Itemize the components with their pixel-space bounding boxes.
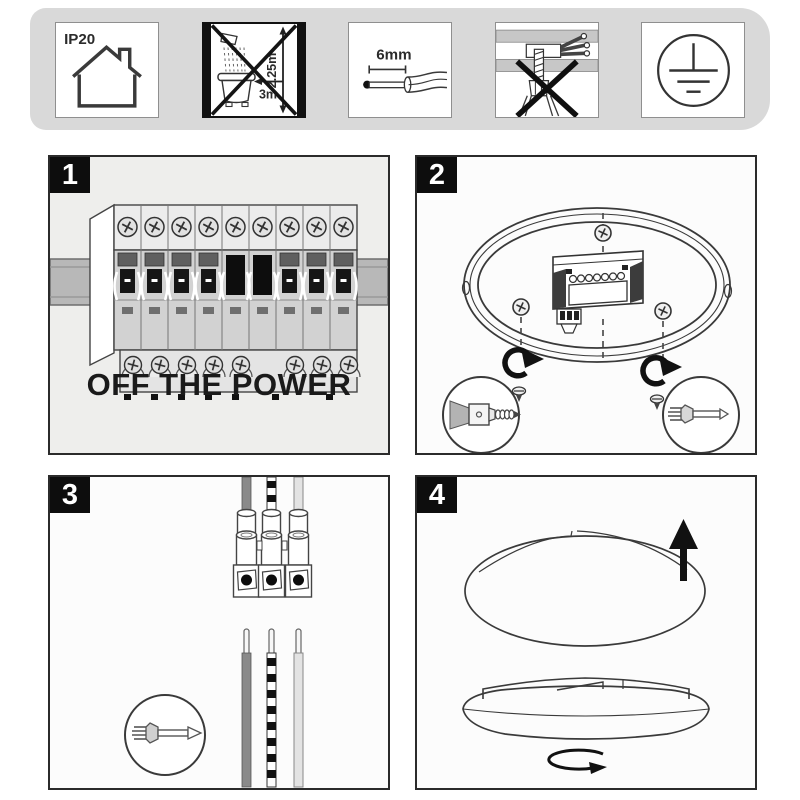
ip20-label: IP20 [64, 31, 95, 48]
mounting-plate-illustration [442, 207, 740, 453]
cover-mounting-illustration [462, 519, 710, 774]
step-number-badge: 1 [50, 157, 90, 193]
terminal-block [232, 508, 313, 598]
lift-up-arrow [669, 519, 698, 581]
plate-screw-top [594, 224, 612, 242]
icon-earth-ground [641, 22, 745, 118]
icon-ip20-indoor: IP20 [55, 22, 159, 118]
diffuser-cover [464, 530, 706, 647]
lamp-base [462, 677, 710, 740]
plate-screw-right [654, 302, 672, 320]
terminal-block [552, 250, 644, 334]
safety-icon-strip: IP20 [30, 8, 770, 130]
magnifier-screwdriver [662, 376, 740, 453]
step-panel-3: 3 [48, 475, 390, 790]
magnifier-anchor-screw [442, 376, 521, 453]
magnifier-screwdriver [124, 694, 206, 776]
breaker-row-illustration [50, 203, 388, 400]
earth-symbol-icon [657, 34, 730, 107]
step-panel-4: 4 [415, 475, 757, 790]
bath-height-label: 2.25m [265, 53, 279, 88]
plate-screw-left [512, 298, 530, 316]
crossed-cable-icon [496, 29, 598, 117]
guide-lines [520, 213, 664, 363]
terminal-wiring-illustration [124, 477, 313, 788]
icon-no-hanging-by-cable [495, 22, 599, 118]
icon-no-bathroom-zone: 2.25m 3m [202, 22, 306, 118]
strip-length-label: 6mm [376, 46, 411, 63]
step-panel-1: 1 [48, 155, 390, 455]
off-the-power-label: OFF THE POWER [86, 367, 352, 402]
step-number-badge: 3 [50, 477, 90, 513]
stripped-wire-icon: 6mm [363, 46, 448, 93]
stripped-wires [241, 628, 304, 788]
step-number-badge: 2 [417, 157, 457, 193]
step-number-badge: 4 [417, 477, 457, 513]
no-shower-bath-icon: 2.25m 3m [211, 24, 297, 116]
step-panel-2: 2 [415, 155, 757, 455]
house-icon: IP20 [64, 31, 142, 108]
twist-rotation-arrow [547, 748, 607, 774]
icon-wire-strip-length: 6mm [348, 22, 452, 118]
